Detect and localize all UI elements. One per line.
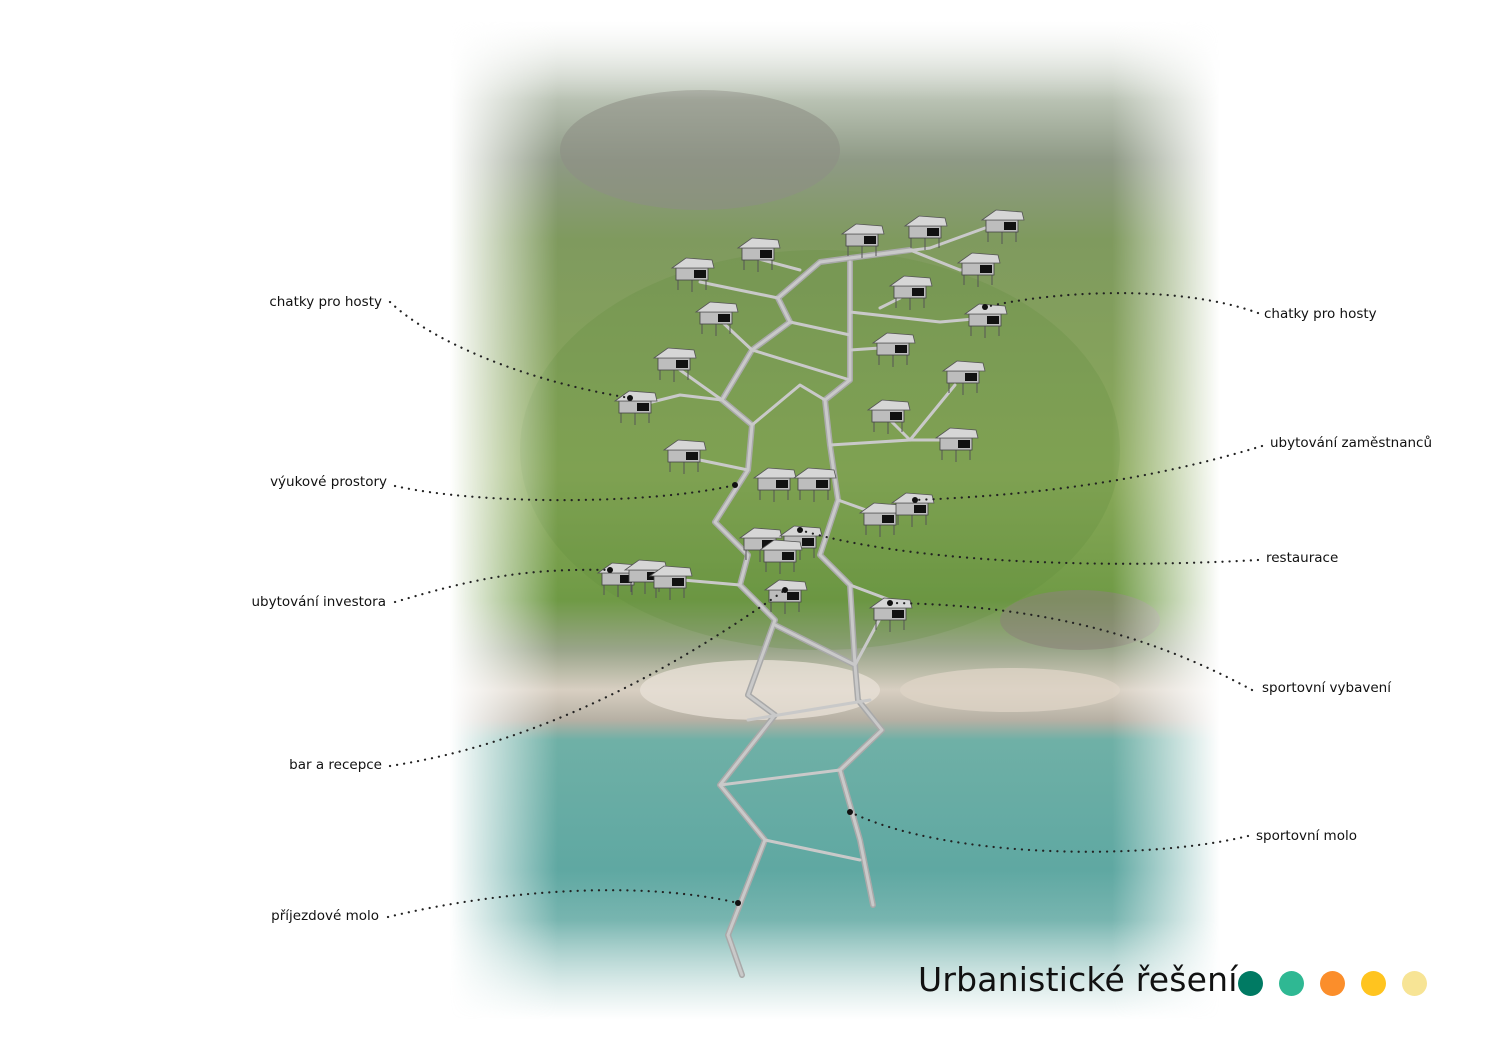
color-dot-yellow [1361,971,1386,996]
anchor-dots [607,304,988,906]
color-dot-teal [1279,971,1304,996]
label-sportovni-molo: sportovní molo [1256,828,1357,844]
label-sportovni-vybaveni: sportovní vybavení [1262,680,1391,696]
label-chatky-pro-hosty-right: chatky pro hosty [1264,306,1377,322]
label-ubytovani-zamestnancu: ubytování zaměstnanců [1270,435,1433,451]
label-vyukove-prostory: výukové prostory [270,474,387,490]
background-photo [450,20,1220,1020]
leader-lines [386,292,1264,919]
label-restaurace: restaurace [1266,550,1339,566]
label-bar-a-recepce: bar a recepce [289,757,382,773]
color-dot-orange [1320,971,1345,996]
color-dot-dark-green [1238,971,1263,996]
color-dot-pale-yellow [1402,971,1427,996]
diagram-title: Urbanistické řešení [918,960,1238,999]
label-chatky-pro-hosty-left: chatky pro hosty [269,294,382,310]
label-prijezdove-molo: příjezdové molo [271,908,379,924]
label-ubytovani-investora: ubytování investora [251,594,386,610]
